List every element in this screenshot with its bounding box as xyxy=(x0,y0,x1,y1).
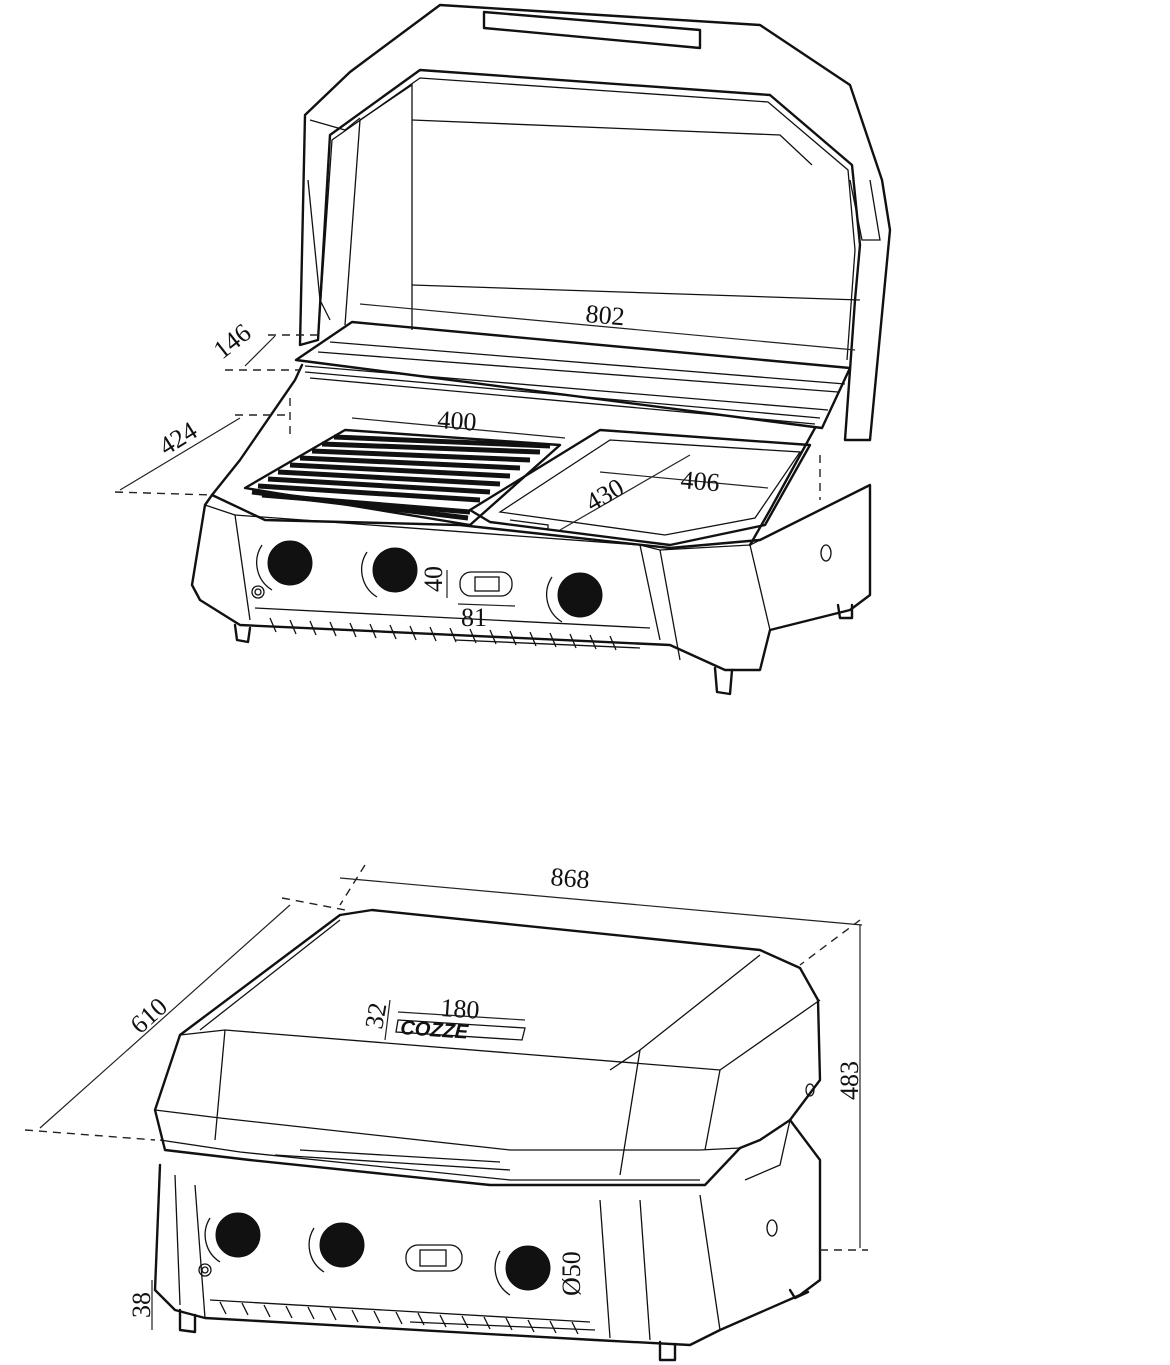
dim-plate-width: 406 xyxy=(679,465,720,497)
dim-knob-diameter: Ø50 xyxy=(557,1251,586,1296)
warming-rack xyxy=(294,320,852,430)
dim-logo-height: 32 xyxy=(359,1000,392,1031)
dim-display-height: 40 xyxy=(419,566,448,592)
dim-overall-height: 483 xyxy=(835,1061,864,1100)
cooking-grate xyxy=(243,428,562,527)
logo-text: COZZE xyxy=(400,1017,470,1044)
dim-overall-depth: 610 xyxy=(125,992,173,1040)
closed-ignition-button[interactable] xyxy=(198,1263,212,1277)
front-vents xyxy=(269,617,617,651)
control-knob-middle[interactable] xyxy=(361,547,418,598)
griddle-plate xyxy=(468,428,812,547)
dim-plate-depth: 430 xyxy=(581,473,629,518)
dim-display-width: 81 xyxy=(461,603,487,632)
closed-temperature-display xyxy=(405,1244,463,1272)
brand-logo: COZZE xyxy=(395,1017,526,1044)
front-vents-closed xyxy=(219,1301,579,1335)
closed-knob-right[interactable] xyxy=(494,1245,551,1296)
dim-grate-width: 400 xyxy=(437,405,478,437)
grill-body xyxy=(190,363,872,696)
ignition-button[interactable] xyxy=(251,585,265,599)
closed-knob-left[interactable] xyxy=(204,1212,261,1263)
closed-lid xyxy=(153,908,822,1187)
closed-grill-body xyxy=(153,1083,822,1362)
dim-overall-width: 868 xyxy=(549,862,590,894)
open-grill-view: 802 146 424 400 430 406 40 81 xyxy=(114,3,892,696)
dim-foot-height: 38 xyxy=(127,1292,156,1318)
dim-logo-width: 180 xyxy=(440,993,481,1025)
dim-lid-width: 802 xyxy=(584,299,625,331)
dim-side-depth: 146 xyxy=(208,318,257,365)
control-knob-left[interactable] xyxy=(256,540,313,591)
open-lid xyxy=(298,3,892,442)
control-knob-right[interactable] xyxy=(546,572,603,623)
closed-grill-view: COZZE xyxy=(24,862,868,1362)
temperature-display xyxy=(459,571,513,597)
closed-knob-middle[interactable] xyxy=(308,1222,365,1273)
dim-grill-depth: 424 xyxy=(154,416,202,461)
